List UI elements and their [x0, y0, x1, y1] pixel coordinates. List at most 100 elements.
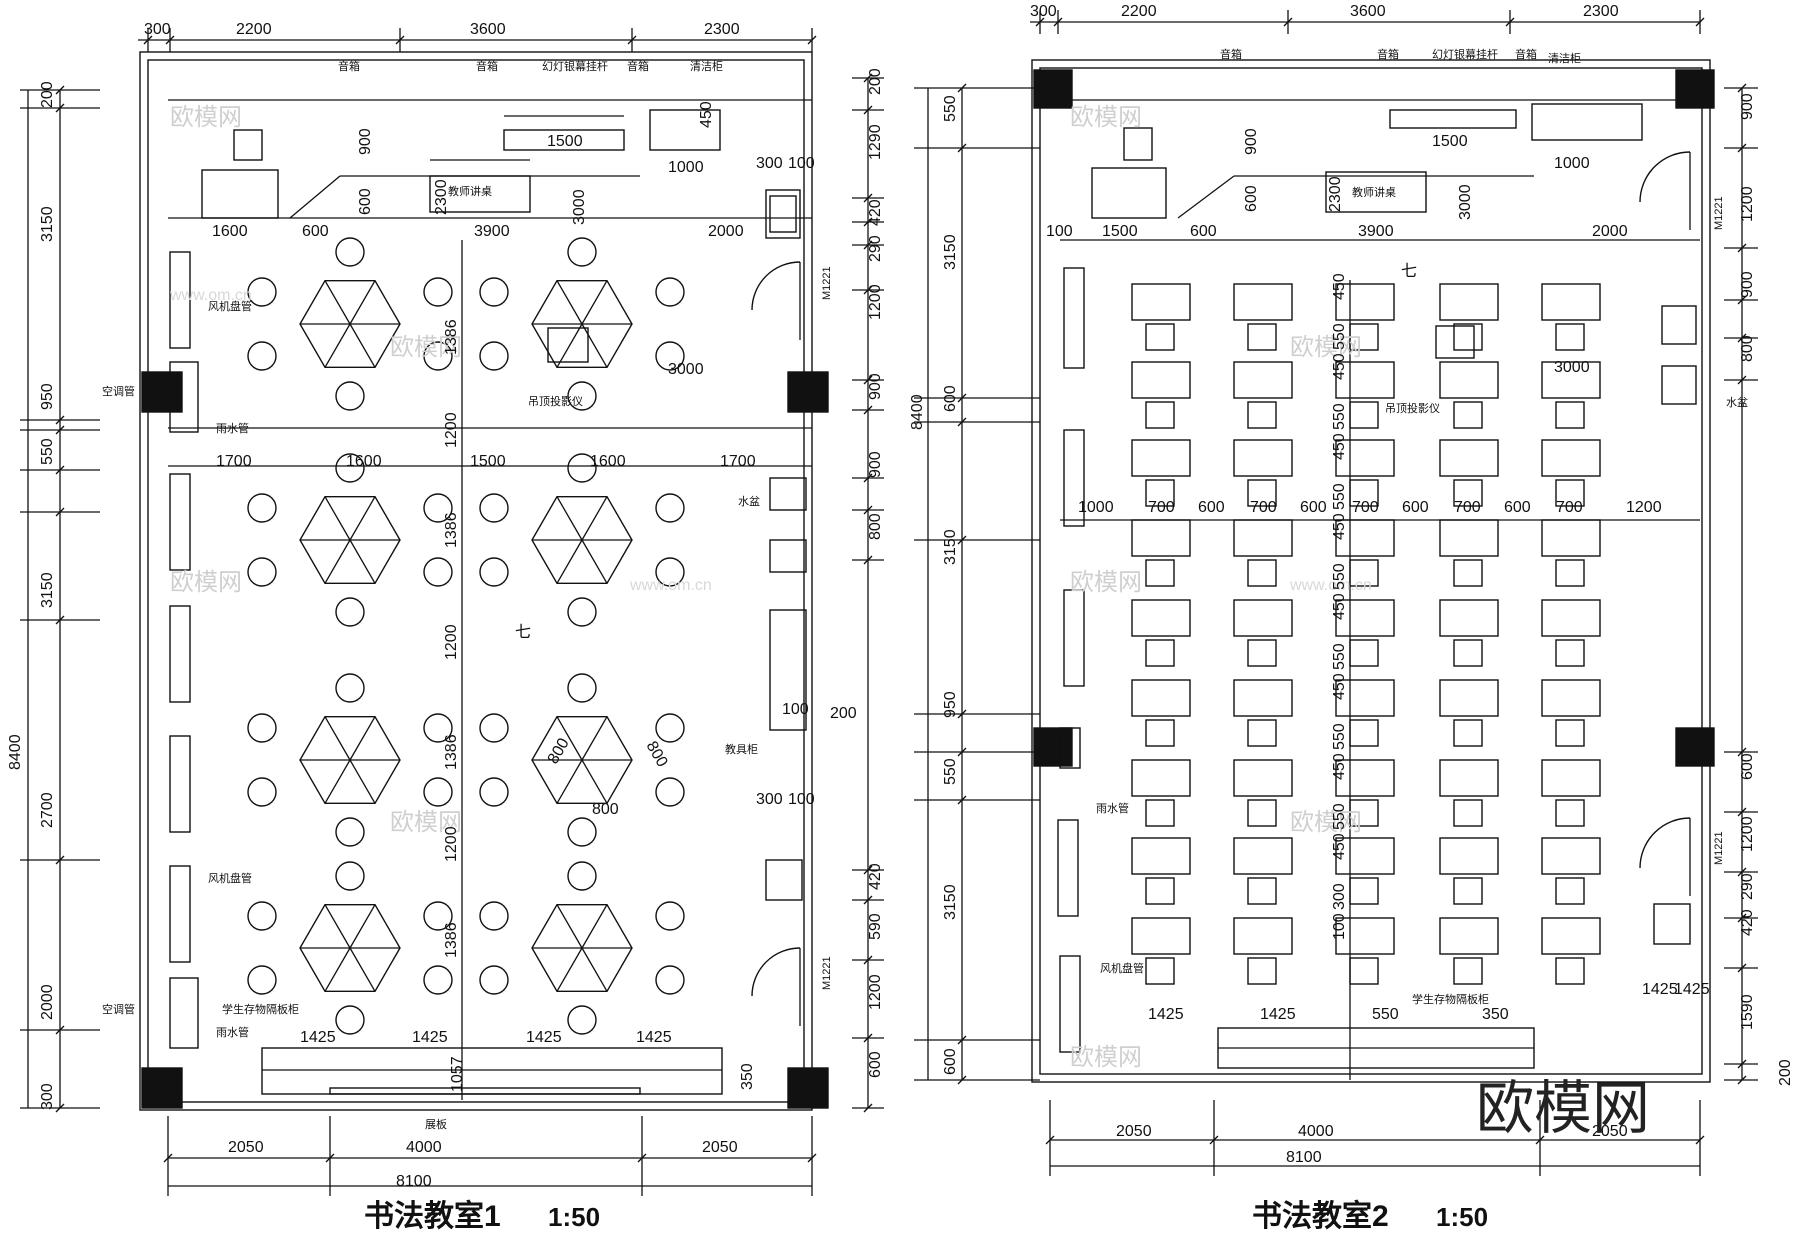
dim-text: 550 [1331, 403, 1348, 430]
plan1-blackboard-label: 展板 [425, 1117, 447, 1131]
student-desk [1439, 599, 1499, 637]
student-desk [1439, 917, 1499, 955]
dim-tick [1737, 963, 1747, 973]
student-chair [1453, 719, 1483, 747]
dim-tick [807, 1153, 817, 1163]
dim-text: 2300 [1583, 3, 1619, 20]
chair [247, 341, 277, 371]
sink [1661, 305, 1697, 345]
chair [655, 965, 685, 995]
pipe-shaft [1057, 819, 1079, 917]
dim-text: 550 [39, 438, 56, 465]
table-divider [349, 323, 376, 368]
dim-tick [957, 535, 967, 545]
dim-tick [863, 865, 873, 875]
ac-pipe-box [169, 361, 199, 433]
dim-tick [957, 417, 967, 427]
dim-text: 450 [1331, 833, 1348, 860]
student-desk [1233, 519, 1293, 557]
rain-pipe-box [1059, 727, 1081, 769]
plan1-screen-rod-label: 幻灯银幕挂杆 [542, 59, 608, 73]
dim-text: 3600 [470, 21, 506, 38]
dim-tick [55, 103, 65, 113]
dim-text: 950 [942, 691, 959, 718]
plan2-storage-cabinet-label: 学生存物隔板柜 [1412, 992, 1489, 1006]
student-chair [1247, 719, 1277, 747]
table-divider [324, 323, 351, 368]
student-chair [1349, 877, 1379, 905]
dim-text: 1425 [1642, 981, 1678, 998]
watermark-text: 欧模网 [1290, 334, 1362, 361]
dim-text: 2300 [433, 179, 450, 215]
student-desk [1541, 837, 1601, 875]
dim-tick [55, 507, 65, 517]
student-desk [1439, 519, 1499, 557]
student-desk [1233, 361, 1293, 399]
table-divider [324, 947, 351, 992]
dim-text: 1425 [300, 1029, 336, 1046]
table-divider [556, 539, 583, 584]
chair [567, 817, 597, 847]
dim-text: 450 [1331, 593, 1348, 620]
door-swing [1639, 151, 1691, 203]
dim-text: 290 [867, 235, 884, 262]
dim-text: 1200 [1739, 186, 1756, 222]
watermarks: 欧模网 www.om.cn 欧模网 欧模网 欧模网 www.om.cn 欧模网 … [169, 104, 1372, 1071]
student-chair [1453, 401, 1483, 429]
plan-linework [20, 10, 1758, 1196]
dim-text: 100 [1331, 913, 1348, 940]
dim-text: 600 [942, 385, 959, 412]
student-desk [1131, 361, 1191, 399]
column [1033, 69, 1073, 109]
dim-text: 3150 [942, 884, 959, 920]
dim-text: 200 [830, 705, 857, 722]
dim-tick [957, 709, 967, 719]
student-chair [1555, 799, 1585, 827]
dim-text: 450 [1331, 673, 1348, 700]
chair [567, 381, 597, 411]
dim-text: 2300 [1327, 176, 1344, 212]
watermark-url: www.om.cn [1289, 577, 1372, 594]
dim-tick [55, 1025, 65, 1035]
watermark-text: 欧模网 [1070, 1044, 1142, 1071]
dim-text: 2200 [236, 21, 272, 38]
dim-tick [1045, 1135, 1055, 1145]
dim-text: 1500 [1432, 133, 1468, 150]
student-chair [1555, 401, 1585, 429]
student-desk [1335, 439, 1395, 477]
dim-tick [165, 35, 175, 45]
dim-text: 100 [782, 701, 809, 718]
dim-text: 100 [788, 155, 815, 172]
dim-text: 1386 [443, 512, 460, 548]
student-chair [1453, 559, 1483, 587]
dim-tick [637, 1153, 647, 1163]
dim-text: 600 [302, 223, 329, 240]
plan2-cleaning-cabinet-label: 清洁柜 [1548, 52, 1581, 65]
plan1-outer-wall [139, 51, 813, 1111]
wall-line [289, 175, 341, 219]
dim-text: 550 [1331, 563, 1348, 590]
dim-tick [957, 143, 967, 153]
dim-tick [863, 473, 873, 483]
table-divider [556, 280, 583, 325]
dim-tick [957, 747, 967, 757]
plan2-rain-pipe-label: 雨水管 [1096, 801, 1129, 815]
chair [479, 901, 509, 931]
chair [479, 777, 509, 807]
brand-logo: 欧模网 [1476, 1076, 1650, 1141]
dim-text: 700 [1250, 499, 1277, 516]
dim-tick [1737, 295, 1747, 305]
plan1-scale: 1:50 [548, 1202, 600, 1232]
chair [479, 557, 509, 587]
student-desk [1541, 599, 1601, 637]
plan2-interior-dimensions: 100 1500 600 3900 2000 1500 1000 900 600… [1046, 128, 1710, 1023]
student-desk [1131, 283, 1191, 321]
dim-text: 1000 [668, 159, 704, 176]
dim-text: 1200 [867, 284, 884, 320]
watermark-text: 欧模网 [1070, 569, 1142, 596]
dim-text: 4000 [406, 1139, 442, 1156]
student-chair [1555, 877, 1585, 905]
dim-tick [325, 1153, 335, 1163]
student-chair [1247, 639, 1277, 667]
